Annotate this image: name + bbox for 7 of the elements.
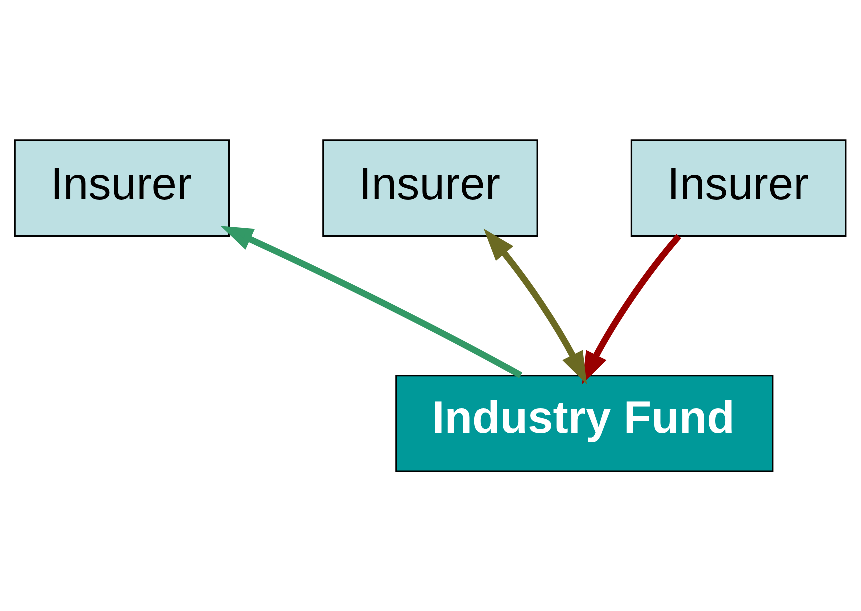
arrow xyxy=(484,228,588,384)
node-box: Insurer xyxy=(630,139,847,237)
node-box: Insurer xyxy=(14,139,230,237)
node-box: Industry Fund xyxy=(396,374,774,472)
arrow xyxy=(220,226,523,378)
arrow xyxy=(582,234,682,384)
node-box: Insurer xyxy=(322,139,538,237)
